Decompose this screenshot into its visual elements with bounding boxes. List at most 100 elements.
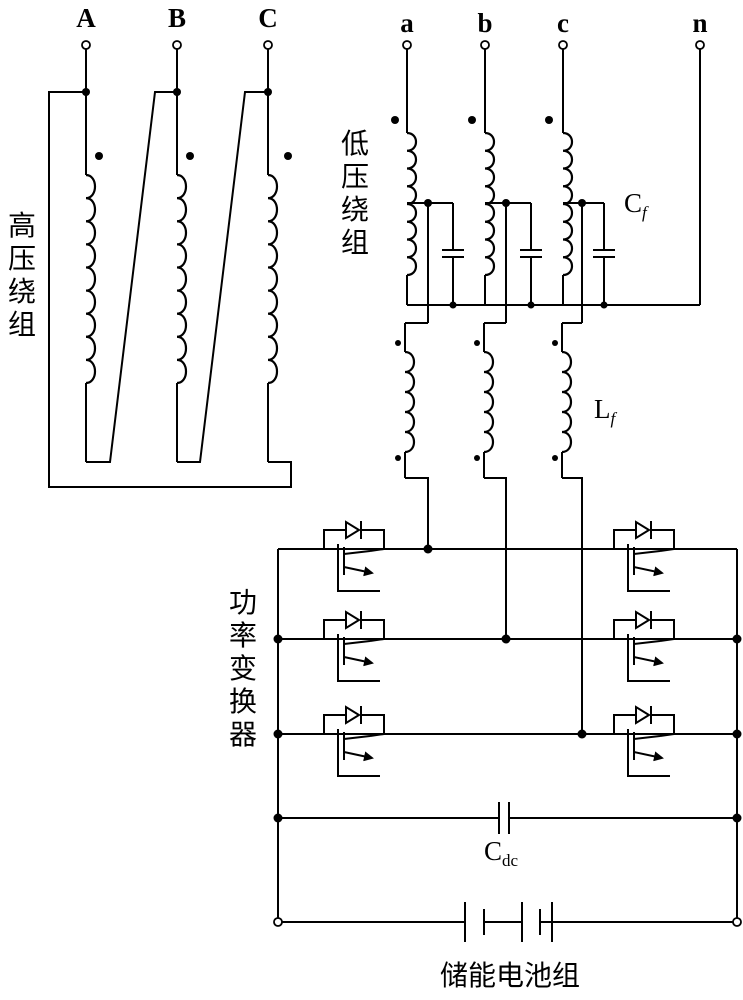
battery-terminal (273, 917, 283, 927)
igbt-collector (343, 735, 371, 740)
diode-wire (659, 619, 675, 639)
diode-wire (323, 529, 339, 549)
rail-junction-dot (732, 813, 742, 823)
diode-wire (369, 619, 385, 639)
lv-winding-label-char: 低 (341, 127, 369, 160)
igbt-lead (659, 638, 675, 642)
hv-winding-coil (85, 173, 97, 385)
diode-wire (323, 714, 339, 734)
polarity-dot (552, 455, 558, 461)
diode-wire (613, 529, 629, 549)
converter-label-char: 换 (229, 685, 257, 718)
junction-dots (82, 88, 742, 823)
converter-label-char: 器 (229, 718, 257, 751)
filter-inductor-coil (561, 350, 573, 454)
hv-winding-label-char: 压 (8, 242, 36, 275)
igbt-lead (369, 638, 385, 642)
polarity-dot (552, 340, 558, 346)
rail-junction-dot (273, 634, 283, 644)
hv-junction-dot (173, 88, 181, 96)
diode-triangle (635, 610, 651, 630)
coils (85, 131, 574, 454)
diode-wire (613, 619, 629, 639)
igbt-collector (633, 550, 661, 555)
diode-triangle (635, 705, 651, 725)
hv-delta-wire (48, 91, 292, 488)
hv-delta-wire (86, 91, 177, 463)
igbt-gate-lead (627, 563, 670, 592)
igbt-gate-lead (337, 748, 380, 777)
hv-winding-label-char: 绕 (8, 275, 36, 308)
filter-inductor-label: Lf (594, 394, 618, 428)
igbt-emitter-arrow (633, 566, 664, 577)
hv-delta-wire (177, 91, 268, 463)
igbt-collector (633, 640, 661, 645)
hv-terminal (263, 40, 273, 50)
dc-capacitor-label: Cdc (484, 836, 519, 870)
diode-wire (323, 619, 339, 639)
lv-terminal (558, 40, 568, 50)
rail-junction-dot (732, 634, 742, 644)
polarity-dot (186, 152, 194, 160)
lv-winding-label-char: 压 (341, 160, 369, 193)
lv-winding-coil (562, 131, 574, 277)
polarity-dot (284, 152, 292, 160)
phase-junction-dot (423, 544, 433, 554)
diode-triangle (345, 610, 361, 630)
igbt-collector (343, 640, 371, 645)
tap-junction-dot (502, 199, 510, 207)
polarity-dot (395, 340, 401, 346)
igbt-emitter-arrow (343, 656, 374, 667)
diode-triangle (635, 520, 651, 540)
neutral-junction-dot (600, 301, 608, 309)
hv-winding-label-char: 高 (8, 209, 36, 242)
terminals (81, 40, 742, 927)
igbt-gate-lead (337, 563, 380, 592)
igbt-lead (659, 548, 675, 552)
hv-winding-coil (267, 173, 279, 385)
diode-triangle (345, 705, 361, 725)
filter-inductor-coil (404, 350, 416, 454)
wires (48, 49, 738, 942)
rail-junction-dot (273, 813, 283, 823)
filter-inductor-coil (483, 350, 495, 454)
igbt-emitter-arrow (343, 751, 374, 762)
phase-junction-dot (501, 634, 511, 644)
polarity-dot (395, 455, 401, 461)
hv-winding-label-char: 组 (8, 308, 36, 341)
igbt-lead (659, 733, 675, 737)
lv-winding-label-char: 组 (341, 226, 369, 259)
neutral-junction-dot (449, 301, 457, 309)
diode-wire (659, 529, 675, 549)
filter-capacitor-label: Cf (624, 188, 649, 222)
terminal-label-C: C (258, 3, 278, 33)
igbt-collector (343, 550, 371, 555)
polarity-dot (474, 455, 480, 461)
polarity-dot (474, 340, 480, 346)
igbt-lead (369, 733, 385, 737)
diode-wire (369, 529, 385, 549)
battery-label: 储能电池组 (440, 959, 580, 992)
lv-terminal-n (695, 40, 705, 50)
terminal-label-b: b (477, 8, 492, 38)
lv-winding-coil (406, 131, 418, 277)
hv-terminal (172, 40, 182, 50)
battery-terminal (732, 917, 742, 927)
igbt-switches (323, 520, 675, 777)
hv-winding-coil (176, 173, 188, 385)
terminal-label-B: B (168, 3, 186, 33)
polarity-dot (95, 152, 103, 160)
phase-a-wire (405, 477, 429, 549)
polarity-dot (468, 116, 476, 124)
tap-junction-dot (578, 199, 586, 207)
phase-c-wire (562, 477, 583, 734)
lv-terminal (480, 40, 490, 50)
igbt-gate-lead (337, 653, 380, 682)
rail-junction-dot (732, 729, 742, 739)
terminal-label-A: A (76, 3, 96, 33)
igbt-emitter-arrow (633, 656, 664, 667)
lv-winding-coil (484, 131, 496, 277)
igbt-gate-lead (627, 748, 670, 777)
